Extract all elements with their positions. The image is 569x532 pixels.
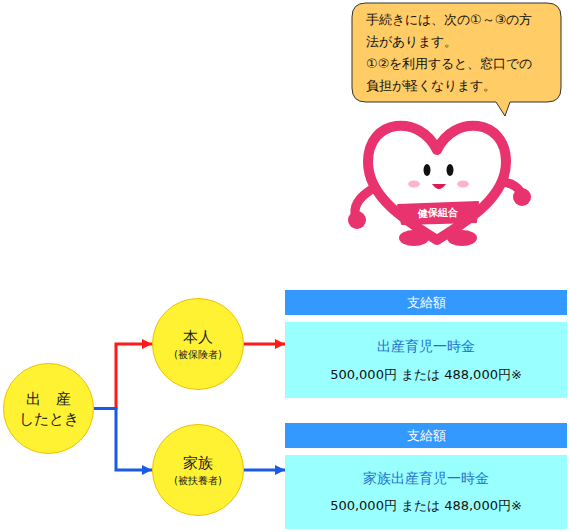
- mascot-left-arm: [355, 188, 374, 218]
- node-text: (被扶養者): [174, 474, 222, 487]
- mascot-right-cheek: [457, 181, 469, 188]
- heart-mascot: [348, 126, 531, 246]
- mascot-mouth: [432, 184, 446, 189]
- mascot-left-foot: [399, 230, 429, 246]
- node-content: 家族(被扶養者): [152, 424, 244, 516]
- flow-arrow: [94, 409, 152, 471]
- node-content: 家族出産育児一時金 500,000円 または 488,000円※: [285, 455, 567, 529]
- header-band: 支給額: [285, 423, 567, 448]
- mascot-left-hand: [348, 211, 366, 229]
- node-text: 500,000円 または 488,000円※: [330, 497, 522, 515]
- node-text: 手続きには、次の①～③の方法があります。: [366, 9, 541, 53]
- mascot-sash: [398, 202, 478, 224]
- node-text: 出産育児一時金: [377, 337, 475, 355]
- person-circle: 本人(被保険者): [152, 298, 244, 390]
- node-text: (被保険者): [174, 348, 222, 361]
- node-content: 本人(被保険者): [152, 298, 244, 390]
- mascot-heart-body: [368, 126, 506, 240]
- node-content: 出 産 したとき: [3, 363, 94, 454]
- node-text: 家族出産育児一時金: [363, 469, 489, 487]
- node-text: 出 産 したとき: [18, 389, 80, 429]
- mascot-left-eye: [424, 164, 431, 176]
- mascot-right-foot: [447, 230, 477, 246]
- node-text: 家族: [183, 454, 213, 473]
- mascot-right-hand: [513, 188, 531, 206]
- family-circle: 家族(被扶養者): [152, 424, 244, 516]
- speech-bubble: 手続きには、次の①～③の方法があります。①②を利用すると、窓口での負担が軽くなり…: [352, 3, 561, 102]
- flow-arrow: [244, 469, 285, 472]
- node-content: 出産育児一時金 500,000円 または 488,000円※: [285, 322, 567, 398]
- circle-shape: [4, 364, 94, 454]
- node-content: 手続きには、次の①～③の方法があります。①②を利用すると、窓口での負担が軽くなり…: [352, 3, 561, 102]
- start-circle: 出 産 したとき: [3, 363, 94, 454]
- amount-box: 家族出産育児一時金 500,000円 または 488,000円※: [285, 455, 567, 529]
- flow-arrow: [244, 343, 285, 346]
- node-content: 支給額: [285, 423, 567, 448]
- mascot-left-cheek: [408, 181, 420, 188]
- bubble-shape: [352, 3, 561, 116]
- mascot-right-arm: [500, 182, 522, 196]
- flow-arrow: [94, 344, 152, 409]
- circle-shape: [153, 299, 244, 390]
- header-band: 支給額: [285, 290, 567, 315]
- amount-box: 出産育児一時金 500,000円 または 488,000円※: [285, 322, 567, 398]
- node-text: 支給額: [407, 428, 446, 444]
- node-text: 支給額: [407, 295, 446, 311]
- node-text: ①②を利用すると、窓口での負担が軽くなります。: [366, 53, 541, 97]
- mascot-sash-label: 健保組合: [418, 206, 458, 219]
- circle-outline: [3, 363, 94, 454]
- node-content: 支給額: [285, 290, 567, 315]
- node-text: 本人: [183, 328, 213, 347]
- mascot-right-eye: [447, 164, 454, 176]
- circle-shape: [153, 425, 244, 516]
- node-text: 500,000円 または 488,000円※: [330, 366, 522, 384]
